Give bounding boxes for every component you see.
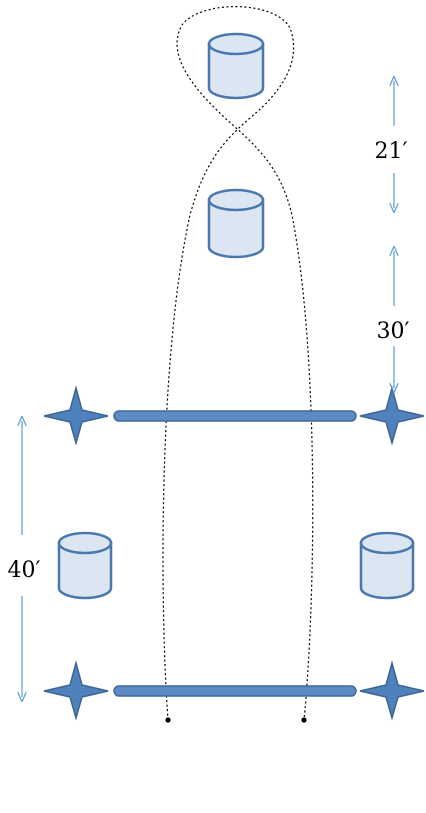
dim-40-label: 40′ bbox=[8, 558, 41, 583]
dim-21-label: 21′ bbox=[375, 139, 408, 164]
dotted-course-path bbox=[162, 6, 314, 721]
barrel-left bbox=[57, 531, 113, 600]
pole-upper bbox=[113, 410, 357, 422]
star-upper-left-icon bbox=[43, 385, 109, 446]
path-end-dot-right bbox=[301, 717, 307, 723]
path-end-dot-left bbox=[165, 717, 171, 723]
pole-lower bbox=[113, 685, 357, 697]
barrel-top bbox=[207, 32, 265, 100]
barrel-right bbox=[359, 531, 415, 600]
star-lower-left-icon bbox=[43, 660, 109, 721]
barrel-middle bbox=[207, 188, 265, 259]
star-upper-right-icon bbox=[359, 385, 425, 446]
star-lower-right-icon bbox=[359, 660, 425, 721]
dim-30-label: 30′ bbox=[377, 319, 410, 344]
